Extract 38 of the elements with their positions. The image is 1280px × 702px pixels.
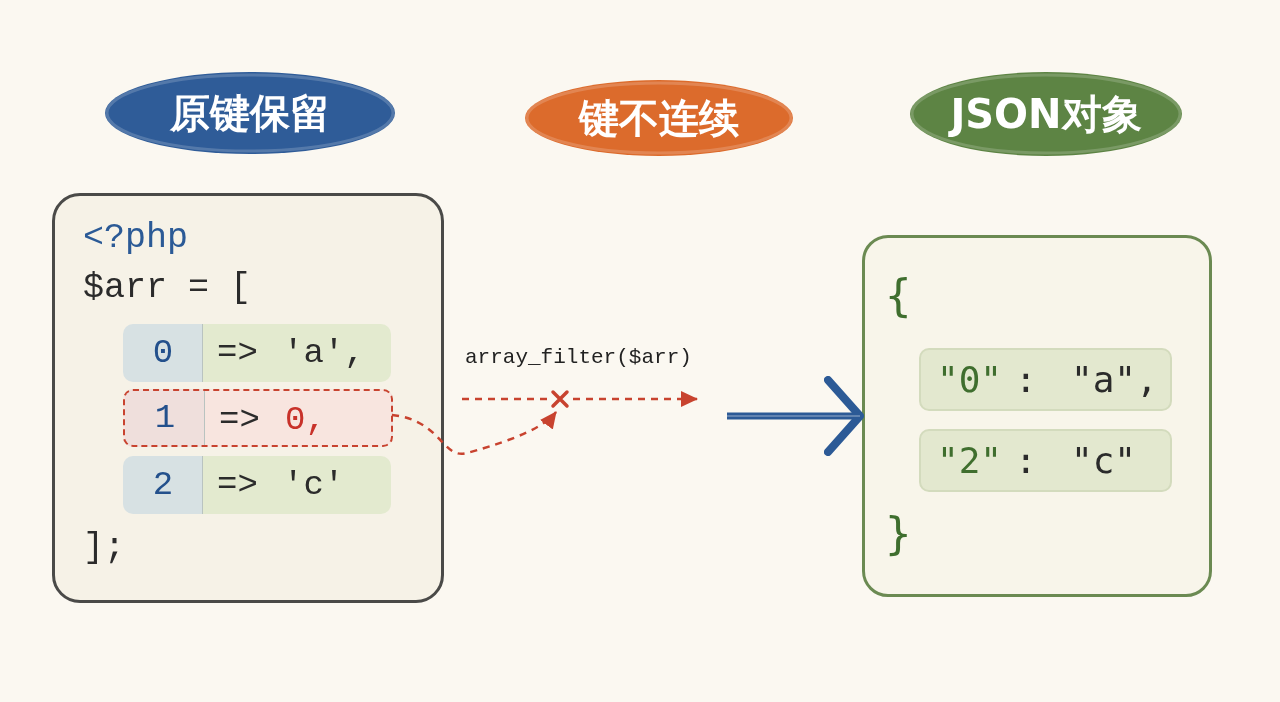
- cross-mark: [549, 388, 571, 410]
- code-row: [123, 324, 391, 382]
- big-arrow: [726, 376, 864, 456]
- code-row: [123, 456, 391, 514]
- title-text: 键不连续: [579, 93, 739, 143]
- title-text: JSON对象: [950, 89, 1142, 139]
- title-text: 原键保留: [170, 88, 330, 138]
- array-key: 2: [123, 456, 203, 514]
- arrow-operator: =>: [219, 401, 260, 439]
- array-value: 'a',: [283, 334, 365, 372]
- dashed-arrow: [573, 391, 698, 407]
- arrow-operator: =>: [217, 466, 258, 504]
- json-card: [862, 235, 1212, 597]
- title-oval: [908, 70, 1184, 158]
- colon: :: [1015, 358, 1037, 402]
- array-key: 0: [123, 324, 203, 382]
- function-call-label: array_filter($arr): [465, 345, 692, 371]
- arrow-operator: =>: [217, 334, 258, 372]
- array-value: 'c': [283, 466, 345, 504]
- title-oval: [523, 78, 795, 158]
- brace: }: [885, 507, 912, 561]
- brace: {: [885, 269, 912, 323]
- json-value: "c": [1071, 439, 1137, 483]
- code-line: $arr = [: [83, 267, 252, 310]
- code-line: ];: [83, 527, 125, 570]
- json-key: "0": [937, 358, 1003, 402]
- colon: :: [1015, 439, 1037, 483]
- title-oval: [103, 70, 397, 156]
- array-value: 0,: [285, 401, 326, 439]
- code-row: [123, 389, 393, 447]
- dashed-arrow: [391, 411, 557, 455]
- code-card: [52, 193, 444, 603]
- json-row: [919, 348, 1172, 411]
- array-key: 1: [125, 391, 205, 445]
- json-value: "a",: [1071, 358, 1158, 402]
- json-row: [919, 429, 1172, 492]
- json-key: "2": [937, 439, 1003, 483]
- code-line: <?php: [83, 217, 189, 260]
